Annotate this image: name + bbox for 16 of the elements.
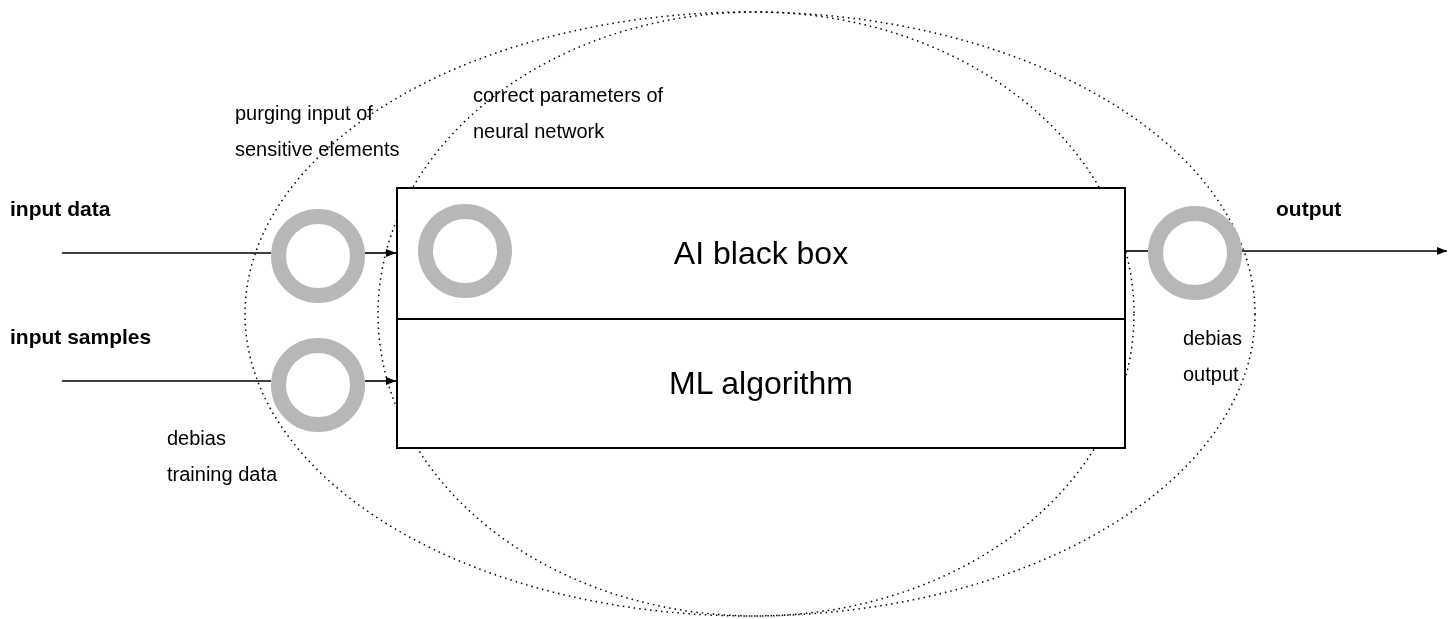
ring-caption: debias output — [1183, 326, 1243, 387]
flow-label: input data — [10, 197, 111, 221]
arrow — [364, 377, 397, 385]
process-box — [396, 318, 1126, 449]
connector-line — [61, 252, 272, 254]
ring-caption: purging input of sensitive elements — [235, 101, 401, 162]
box-label: ML algorithm — [669, 365, 853, 402]
flow-label: input samples — [10, 325, 152, 349]
ring-caption: correct parameters of neural network — [473, 83, 665, 144]
connector-line — [61, 380, 272, 382]
arrow — [364, 249, 397, 257]
flow-label: output — [1276, 197, 1342, 221]
box-label: AI black box — [673, 235, 849, 272]
arrow — [1241, 247, 1448, 255]
connector-line — [1125, 250, 1149, 252]
ring-caption: debias training data — [167, 426, 279, 487]
